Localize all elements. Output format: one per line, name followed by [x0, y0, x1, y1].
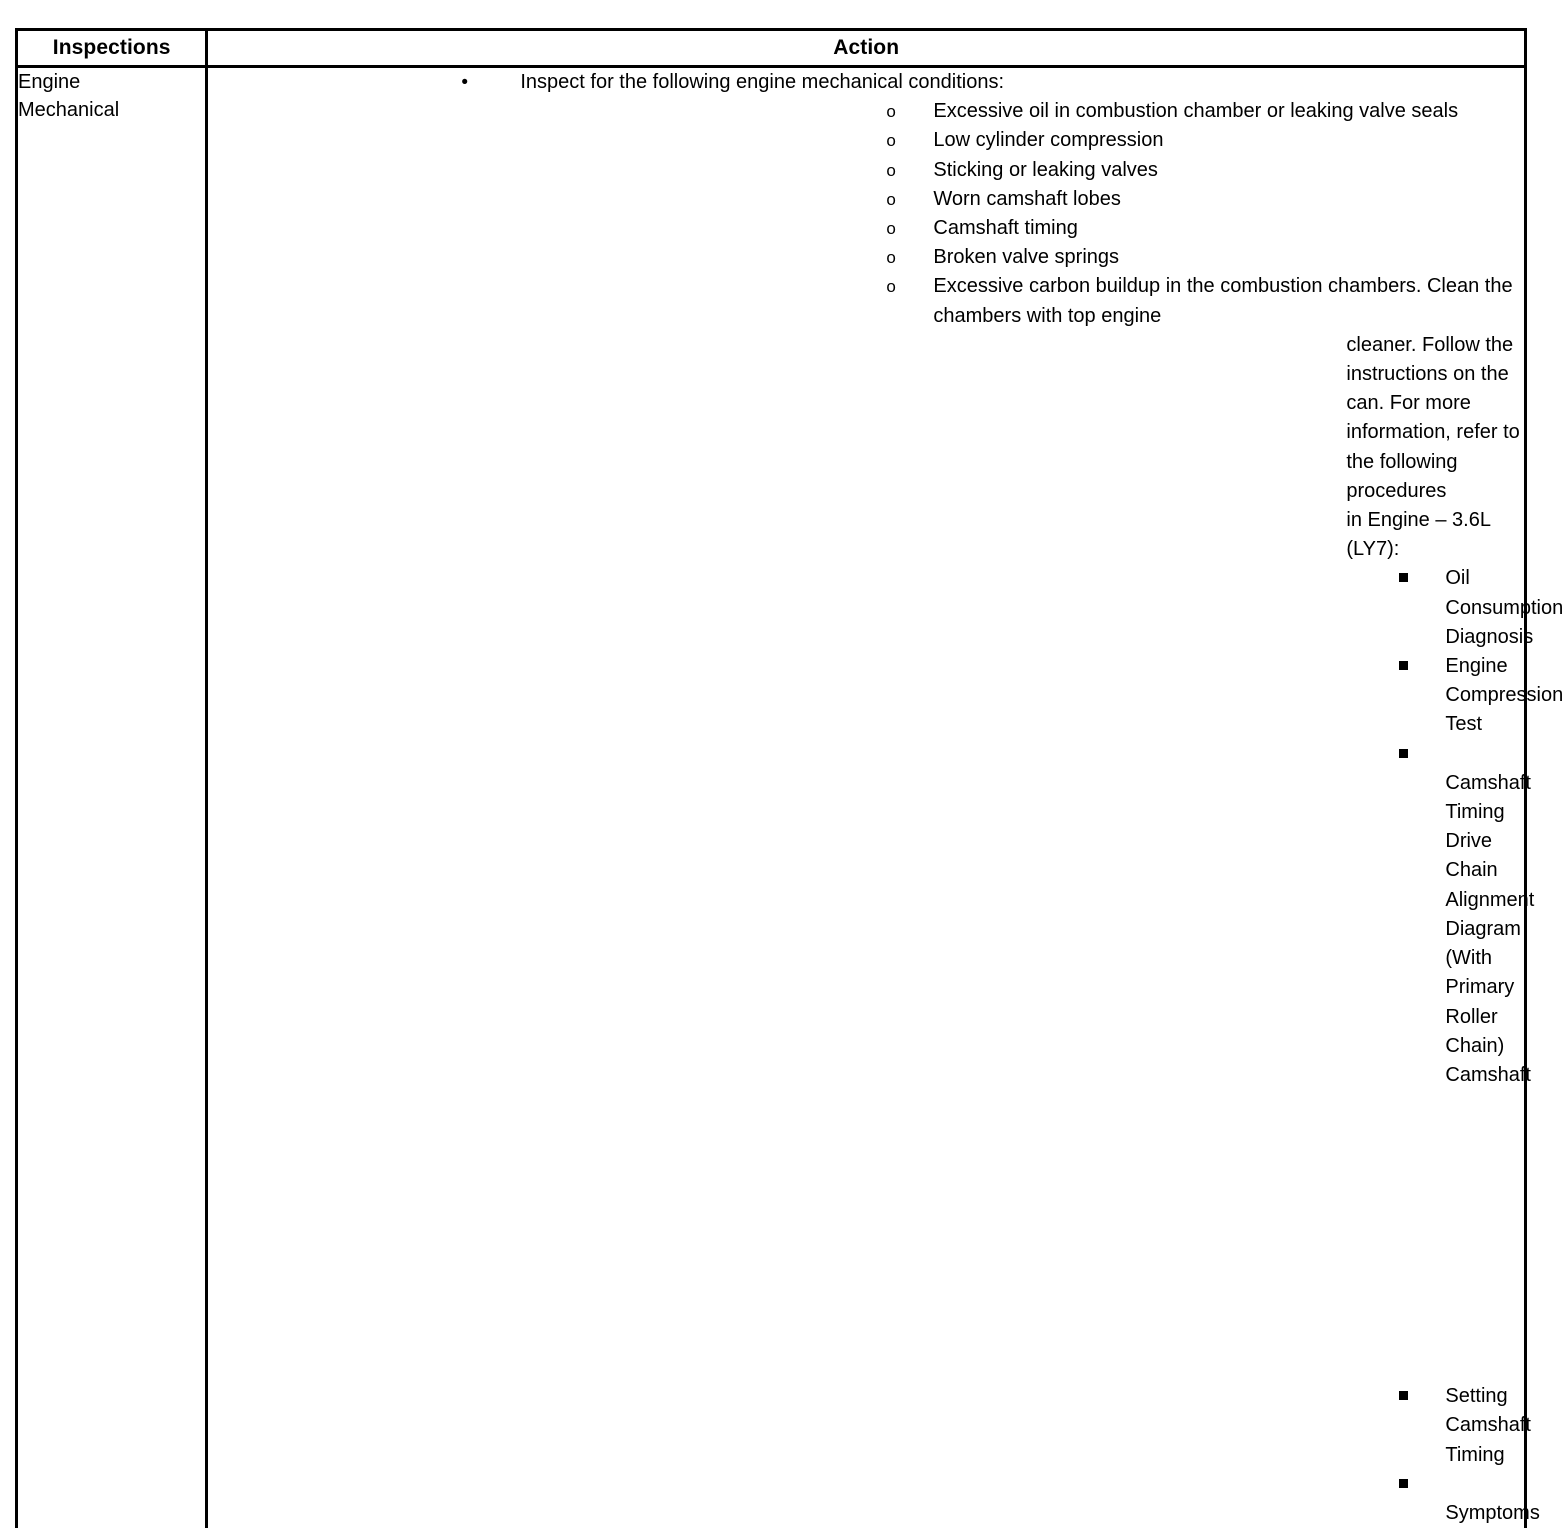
table-row: Engine Mechanical Inspect for the follow… [17, 67, 1526, 1528]
circle-bullet-icon [520, 97, 933, 126]
condition-text: Camshaft timing [933, 217, 1078, 239]
procedure-name: Engine Compression Test [1445, 655, 1563, 735]
procedure-name-continuation: Timing Drive Chain Alignment Diagram (W/… [1445, 1090, 1568, 1382]
column-header-inspections: Inspections [17, 30, 207, 67]
square-bullet-icon [933, 1382, 1445, 1411]
list-item: Camshaft Timing Drive Chain Alignment Di… [933, 740, 1524, 1382]
condition-text: Worn camshaft lobes [933, 188, 1121, 210]
inspection-name-line-1: Engine [18, 68, 205, 96]
list-item: Camshaft timing [520, 214, 1524, 243]
circle-bullet-icon [520, 126, 933, 155]
circle-bullet-icon [520, 243, 933, 272]
list-item: Low cylinder compression [520, 126, 1524, 155]
condition-text-continuation: cleaner. Follow the instructions on the … [933, 331, 1524, 506]
disc-bullet-icon [208, 68, 520, 97]
circle-bullet-icon [520, 185, 933, 214]
action-bullet-list: Inspect for the following engine mechani… [208, 68, 1524, 1528]
circle-bullet-icon [520, 272, 933, 301]
condition-text: Sticking or leaking valves [933, 159, 1158, 181]
condition-text: Excessive oil in combustion chamber or l… [933, 100, 1458, 122]
list-item-carbon-buildup: Excessive carbon buildup in the combusti… [520, 272, 1524, 1528]
condition-text: Low cylinder compression [933, 129, 1163, 151]
circle-bullet-icon [520, 214, 933, 243]
list-item: Excessive oil in combustion chamber or l… [520, 97, 1524, 126]
square-bullet-icon [933, 740, 1445, 769]
procedure-name: Camshaft Timing Drive Chain Alignment Di… [1445, 772, 1534, 1086]
list-item: Sticking or leaking valves [520, 156, 1524, 185]
circle-bullet-icon [520, 156, 933, 185]
list-item: Engine Compression Test [933, 652, 1524, 740]
cell-action-content: Inspect for the following engine mechani… [207, 67, 1526, 1528]
inspection-name-line-2: Mechanical [18, 96, 205, 124]
condition-text: Excessive carbon buildup in the combusti… [933, 275, 1512, 326]
cell-inspection-name: Engine Mechanical [17, 67, 207, 1528]
condition-text: Broken valve springs [933, 246, 1119, 268]
list-item: Broken valve springs [520, 243, 1524, 272]
lead-text-conditions: Inspect for the following engine mechani… [520, 71, 1004, 93]
procedure-name: Oil Consumption Diagnosis [1445, 567, 1563, 647]
column-header-action: Action [207, 30, 1526, 67]
procedure-name: Symptoms - Engine [1445, 1502, 1539, 1528]
list-item-lead-conditions: Inspect for the following engine mechani… [208, 68, 1524, 1528]
table-header-row: Inspections Action [17, 30, 1526, 67]
condition-text-continuation: in Engine – 3.6L (LY7): [933, 506, 1524, 564]
square-bullet-icon [933, 652, 1445, 681]
inspection-action-table: Inspections Action Engine Mechanical Ins… [15, 28, 1527, 1528]
procedure-reference-list: Oil Consumption Diagnosis Engine Compres… [933, 564, 1524, 1528]
square-bullet-icon [933, 564, 1445, 593]
conditions-sublist: Excessive oil in combustion chamber or l… [520, 97, 1524, 1528]
list-item: Setting Camshaft Timing [933, 1382, 1524, 1470]
document-page: Inspections Action Engine Mechanical Ins… [0, 0, 1568, 764]
list-item: Oil Consumption Diagnosis [933, 564, 1524, 652]
list-item: Worn camshaft lobes [520, 185, 1524, 214]
procedure-name: Setting Camshaft Timing [1445, 1385, 1531, 1465]
square-bullet-icon [933, 1470, 1445, 1499]
